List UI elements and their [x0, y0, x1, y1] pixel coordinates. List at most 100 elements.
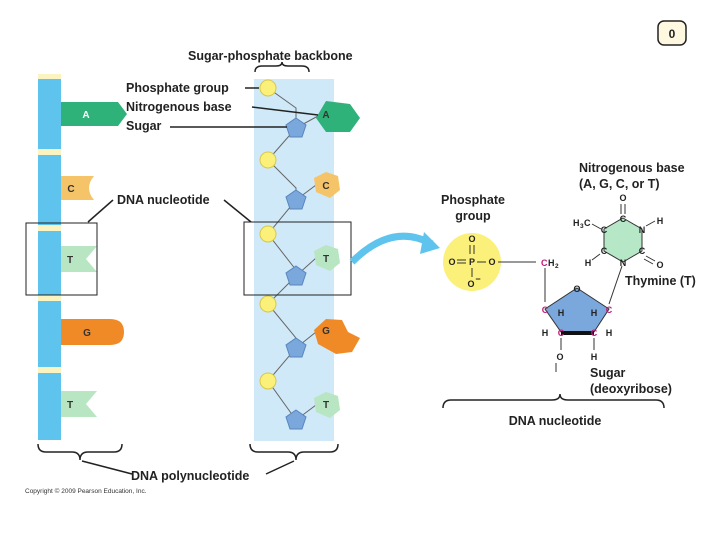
svg-text:H: H — [573, 218, 580, 228]
thymine-ring — [603, 217, 643, 263]
svg-text:C: C — [639, 246, 646, 256]
left-base-t: T — [61, 246, 97, 272]
left-backbone-segment — [38, 231, 61, 295]
nucleotide-structure: O O P O O − C H 2 O C C C C H H H H O H — [443, 193, 664, 372]
deoxyribose-ring — [544, 287, 610, 333]
svg-text:P: P — [469, 257, 475, 267]
left-joint — [38, 367, 61, 373]
svg-text:C: C — [584, 218, 591, 228]
phosphate — [259, 225, 277, 243]
svg-text:H: H — [542, 328, 549, 338]
svg-text:C: C — [601, 246, 608, 256]
svg-text:O: O — [468, 234, 475, 244]
label-dna-polynucleotide: DNA polynucleotide — [131, 469, 249, 483]
sugar — [285, 117, 307, 138]
svg-text:C: C — [322, 181, 329, 192]
pointer-line — [81, 460, 133, 475]
left-strand-brace — [37, 443, 123, 461]
svg-text:O: O — [448, 257, 455, 267]
left-backbone-segment — [38, 155, 61, 225]
pointer-line — [265, 460, 295, 475]
svg-text:T: T — [67, 255, 73, 266]
svg-text:C: C — [620, 214, 627, 224]
zoom-arrow-head — [420, 232, 440, 254]
phosphate — [259, 295, 277, 313]
pointer-line — [87, 199, 114, 223]
label-sugar-phosphate-backbone: Sugar-phosphate backbone — [188, 49, 353, 63]
label-deoxyribose: (deoxyribose) — [590, 382, 672, 396]
left-joint — [38, 225, 61, 231]
nucleotide-brace — [442, 393, 665, 409]
phosphate — [259, 372, 277, 390]
label-dna-nucleotide-right: DNA nucleotide — [509, 414, 602, 428]
left-joint — [38, 149, 61, 155]
right-strand-brace — [249, 443, 339, 461]
left-nucleotide-box — [25, 222, 98, 296]
label-thymine: Thymine (T) — [625, 274, 696, 288]
svg-text:T: T — [323, 400, 329, 411]
backbone-brace — [254, 61, 310, 73]
label-phosphate-group: Phosphate group — [126, 81, 229, 95]
svg-text:2: 2 — [555, 263, 559, 270]
svg-text:T: T — [323, 254, 329, 265]
svg-text:H: H — [606, 328, 613, 338]
left-backbone-segment — [38, 301, 61, 367]
svg-text:C: C — [591, 328, 598, 338]
svg-text:G: G — [83, 328, 91, 339]
svg-text:T: T — [67, 400, 73, 411]
right-strand: A C T G T — [243, 79, 360, 441]
svg-text:H: H — [657, 216, 664, 226]
label-phosphate-group-right-2: group — [455, 209, 491, 223]
svg-text:O: O — [488, 257, 495, 267]
copyright-text: Copyright © 2009 Pearson Education, Inc. — [25, 487, 147, 495]
left-base-c: C — [61, 176, 94, 200]
label-dna-nucleotide: DNA nucleotide — [117, 193, 210, 207]
svg-text:3: 3 — [580, 223, 584, 230]
sugar — [285, 409, 307, 430]
svg-text:H: H — [585, 258, 592, 268]
right-base-g: G — [314, 319, 360, 354]
zoom-arrow — [349, 232, 434, 265]
svg-text:C: C — [541, 258, 548, 268]
svg-text:C: C — [542, 305, 549, 315]
svg-text:N: N — [620, 258, 627, 268]
svg-text:H: H — [558, 308, 565, 318]
svg-text:O: O — [656, 260, 663, 270]
left-joint — [38, 295, 61, 301]
svg-text:O: O — [619, 193, 626, 203]
label-nitrogenous-base-right: Nitrogenous base — [579, 161, 685, 175]
phosphate — [259, 151, 277, 169]
right-base-t: T — [314, 245, 340, 271]
counter-badge-value: 0 — [669, 27, 676, 41]
svg-text:O: O — [556, 352, 563, 362]
counter-badge[interactable]: 0 — [657, 20, 687, 46]
label-phosphate-group-right: Phosphate — [441, 193, 505, 207]
svg-text:O: O — [573, 284, 580, 294]
svg-text:G: G — [322, 326, 330, 337]
pointer-line — [251, 106, 319, 116]
left-joint — [38, 74, 61, 79]
right-base-c: C — [314, 172, 340, 198]
svg-text:H: H — [548, 258, 555, 268]
phosphate — [259, 79, 277, 97]
svg-text:C: C — [601, 225, 608, 235]
svg-text:A: A — [322, 110, 329, 121]
left-base-a: A — [61, 102, 127, 126]
left-backbone-segment — [38, 373, 61, 440]
svg-text:C: C — [558, 328, 565, 338]
left-base-g: G — [61, 319, 124, 345]
sugar — [285, 337, 307, 358]
sugar — [285, 189, 307, 210]
svg-text:−: − — [475, 274, 480, 284]
svg-text:C: C — [67, 184, 74, 195]
left-backbone-segment — [38, 79, 61, 149]
label-nitrogenous-base: Nitrogenous base — [126, 100, 232, 114]
right-base-a: A — [316, 101, 360, 132]
svg-text:H: H — [591, 352, 598, 362]
left-strand: A C T G T — [25, 74, 127, 440]
pointer-line — [223, 199, 252, 223]
svg-text:H: H — [591, 308, 598, 318]
svg-text:C: C — [606, 305, 613, 315]
svg-text:A: A — [82, 110, 89, 121]
